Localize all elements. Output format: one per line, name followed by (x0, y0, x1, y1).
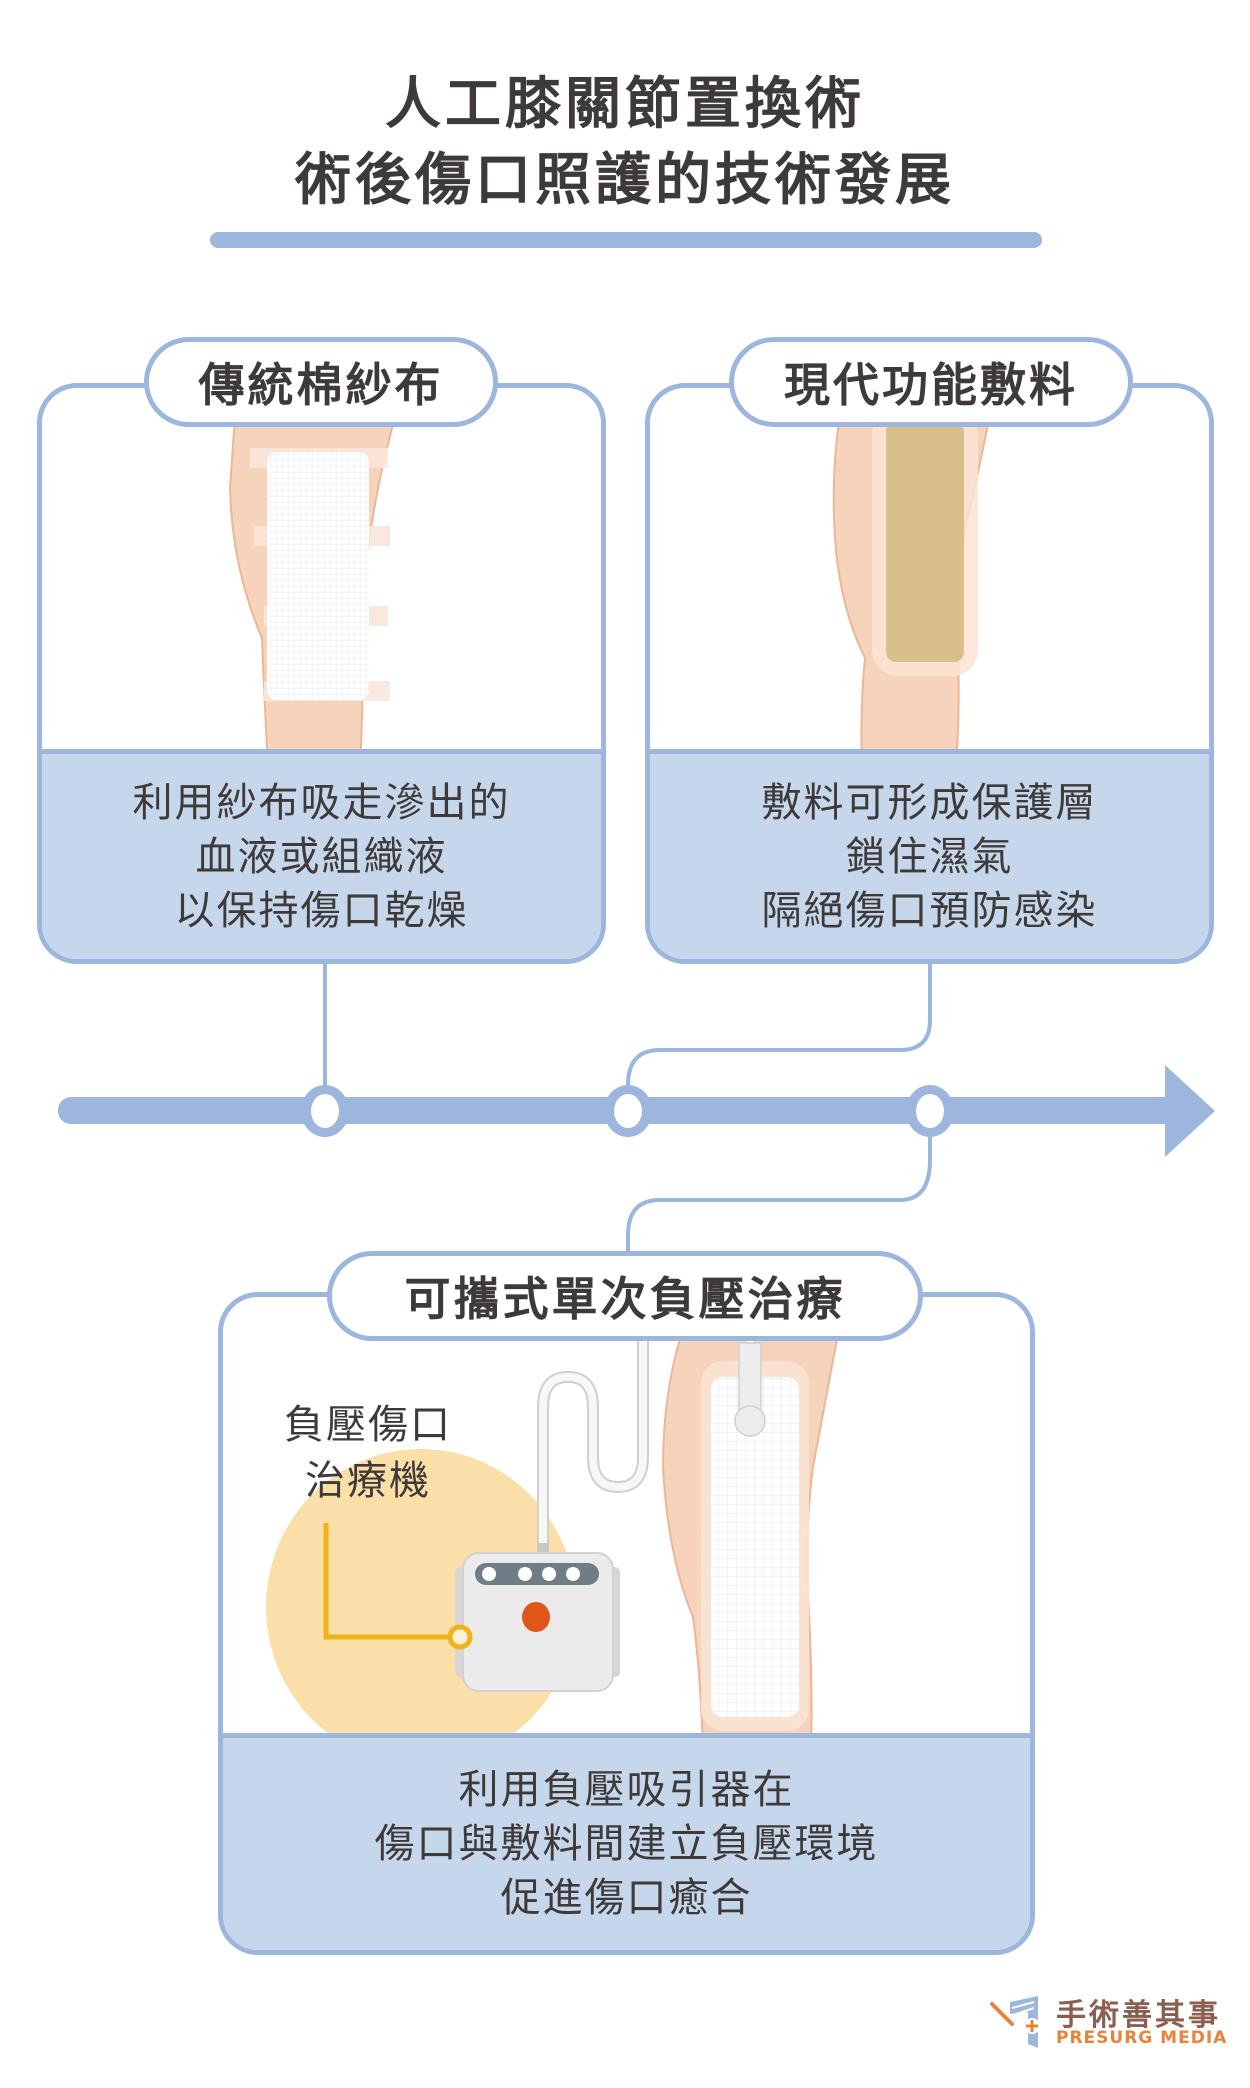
description-line: 以保持傷口乾燥 (174, 887, 469, 934)
description-line: 鎖住濕氣 (845, 833, 1014, 880)
description-line: 隔絕傷口預防感染 (761, 887, 1098, 934)
npwt-illustration (266, 1301, 845, 1753)
dressing-pad (886, 422, 964, 662)
stage-description: 利用紗布吸走滲出的 血液或組織液 以保持傷口乾燥 (42, 749, 601, 959)
knee-gauze-illustration (228, 388, 404, 768)
description-line: 血液或組織液 (195, 833, 448, 880)
description-line: 促進傷口癒合 (500, 1875, 753, 1921)
description-line: 傷口與敷料間建立負壓環境 (374, 1821, 879, 1867)
stage-description: 敷料可形成保護層 鎖住濕氣 隔絕傷口預防感染 (650, 749, 1209, 959)
npwt-device (455, 1552, 620, 1692)
title-line-2: 術後傷口照護的技術發展 (295, 148, 955, 213)
title-underline (210, 232, 1042, 248)
stage-title: 現代功能敷料 (784, 358, 1078, 412)
stage-card-modern-dressing: 敷料可形成保護層 鎖住濕氣 隔絕傷口預防感染 (645, 383, 1214, 964)
stage-pill-modern-dressing: 現代功能敷料 (729, 337, 1133, 427)
logo-name-en: PRESURG MEDIA (1056, 2028, 1228, 2048)
stage-description: 利用負壓吸引器在 傷口與敷料間建立負壓環境 促進傷口癒合 (223, 1733, 1030, 1950)
title-line-1: 人工膝關節置換術 (385, 72, 865, 137)
stage-card-traditional-gauze: 利用紗布吸走滲出的 血液或組織液 以保持傷口乾燥 (37, 383, 606, 964)
stage-pill-traditional-gauze: 傳統棉紗布 (144, 337, 498, 427)
stage-pill-npwt: 可攜式單次負壓治療 (327, 1251, 923, 1341)
timeline-arrowhead (1165, 1065, 1215, 1157)
stage-title: 可攜式單次負壓治療 (404, 1272, 846, 1326)
knee-dressing-illustration (832, 388, 997, 768)
milestone-2 (604, 1085, 652, 1137)
device-callout-label: 負壓傷口 治療機 (263, 1397, 473, 1509)
milestone-3 (906, 1085, 954, 1137)
logo-mark-icon (990, 1996, 1040, 2048)
description-line: 利用紗布吸走滲出的 (132, 779, 511, 826)
connector-modern (626, 960, 932, 1110)
milestone-1 (301, 1085, 349, 1137)
stage-card-npwt: 負壓傷口 治療機 利用負壓吸引器在 傷口與敷料間建立負壓環境 促進傷口癒合 (218, 1292, 1035, 1955)
device-power-button-icon (522, 1602, 550, 1632)
description-line: 利用負壓吸引器在 (458, 1767, 795, 1813)
logo-name-zh: 手術善其事 (1056, 1998, 1221, 2033)
description-line: 敷料可形成保護層 (761, 779, 1098, 826)
callout-pointer (323, 1523, 451, 1640)
suction-tube (539, 1303, 647, 1551)
stage-title: 傳統棉紗布 (198, 358, 444, 412)
callout-line: 負壓傷口 (284, 1402, 452, 1448)
dressing-port-icon (734, 1405, 766, 1437)
brand-logo: 手術善其事 PRESURG MEDIA (990, 1990, 1230, 2050)
connector-npwt (626, 1110, 932, 1280)
timeline (58, 960, 1215, 1280)
callout-line: 治療機 (305, 1458, 431, 1504)
